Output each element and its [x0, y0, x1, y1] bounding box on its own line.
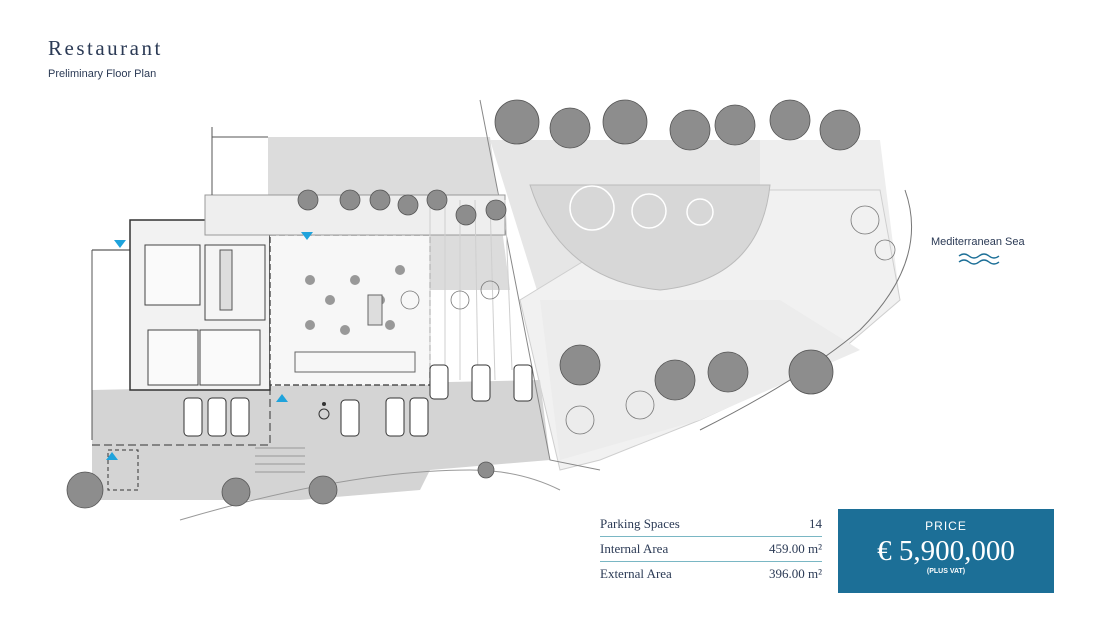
stat-label: External Area — [600, 566, 672, 581]
bar-counter — [367, 294, 383, 326]
triangle-marker-icon — [114, 240, 126, 248]
price-value: € 5,900,000 — [877, 535, 1015, 567]
palm-trees — [400, 205, 896, 435]
pool-area — [529, 184, 771, 291]
car — [230, 397, 250, 437]
car — [183, 397, 203, 437]
storage-box — [107, 449, 139, 491]
price-note: (PLUS VAT) — [926, 568, 966, 575]
car — [429, 364, 449, 400]
room — [199, 329, 261, 386]
stat-value: 14 — [809, 516, 822, 531]
car — [207, 397, 227, 437]
room — [144, 244, 201, 306]
car — [513, 364, 533, 402]
property-stats: Parking Spaces 14 Internal Area 459.00 m… — [600, 512, 822, 586]
lower-terrace — [540, 300, 860, 460]
pool-circle — [686, 198, 714, 226]
boundary-dashed — [92, 380, 271, 446]
stat-row-internal-area: Internal Area 459.00 m² — [600, 537, 822, 562]
table — [305, 275, 315, 285]
table — [340, 325, 350, 335]
restaurant-hall — [269, 234, 431, 386]
car — [409, 397, 429, 437]
table — [350, 275, 360, 285]
stat-row-external-area: External Area 396.00 m² — [600, 562, 822, 586]
table — [395, 265, 405, 275]
wave-icon — [958, 253, 1000, 265]
stat-value: 459.00 m² — [768, 541, 822, 556]
room — [147, 329, 199, 386]
counter — [219, 249, 233, 311]
pool-circle — [569, 185, 615, 231]
table — [325, 295, 335, 305]
page-title: Restaurant — [48, 36, 163, 60]
stairs — [255, 447, 305, 473]
coast-line — [699, 189, 912, 431]
stat-label: Internal Area — [600, 541, 669, 556]
wheelchair-icon — [318, 402, 330, 420]
car — [385, 397, 405, 437]
table — [385, 320, 395, 330]
table — [305, 320, 315, 330]
kitchen — [204, 244, 266, 321]
price-label: PRICE — [925, 519, 967, 533]
deck-boards — [429, 199, 513, 381]
trees — [66, 99, 861, 509]
triangle-marker-icon — [301, 232, 313, 240]
page-subtitle: Preliminary Floor Plan — [48, 68, 157, 80]
booth — [294, 351, 416, 373]
parking-area — [92, 380, 550, 500]
pool-circle — [631, 193, 667, 229]
sea-label: Mediterranean Sea — [931, 236, 1025, 248]
stat-row-parking: Parking Spaces 14 — [600, 512, 822, 537]
triangle-marker-icon — [106, 452, 118, 460]
stat-label: Parking Spaces — [600, 516, 680, 531]
triangle-marker-icon — [276, 394, 288, 402]
car — [471, 364, 491, 402]
road-curve — [179, 469, 561, 521]
stat-value: 396.00 m² — [768, 566, 822, 581]
car — [340, 399, 360, 437]
price-box: PRICE € 5,900,000 (PLUS VAT) — [838, 509, 1054, 593]
